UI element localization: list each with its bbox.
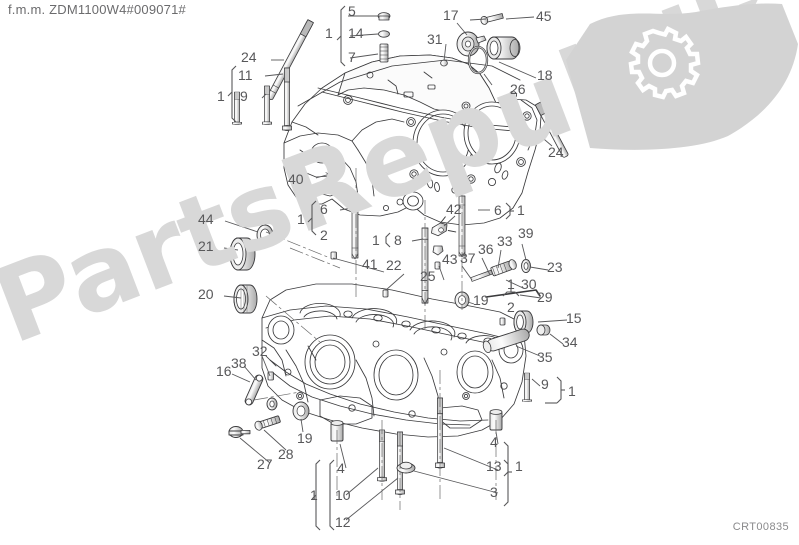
callout-26: 26: [510, 81, 526, 97]
callout-33: 33: [497, 233, 513, 249]
callout-6-left: 6: [320, 201, 328, 217]
callout-5: 5: [348, 3, 356, 19]
callout-19-right: 19: [473, 292, 489, 308]
callout-2-pair: 2: [507, 299, 515, 315]
callout-1-pair: 1: [507, 276, 515, 292]
callout-43: 43: [442, 251, 458, 267]
callout-19-left: 19: [297, 430, 313, 446]
callout-1-eight: 1: [372, 232, 380, 248]
callout-28: 28: [278, 446, 294, 462]
callout-24-right: 24: [548, 144, 564, 160]
callout-7: 7: [348, 49, 356, 65]
callout-9-left: 9: [240, 88, 248, 104]
callout-44: 44: [198, 211, 214, 227]
callout-45: 45: [536, 8, 552, 24]
callout-8: 8: [394, 232, 402, 248]
callout-1-left: 1: [217, 88, 225, 104]
callout-25: 25: [420, 268, 436, 284]
callout-30: 30: [521, 276, 537, 292]
drawing-code: CRT00835: [732, 521, 789, 533]
callout-23: 23: [547, 259, 563, 275]
callout-32: 32: [252, 343, 268, 359]
callout-27: 27: [257, 456, 273, 472]
callout-29: 29: [537, 289, 553, 305]
callout-1-top: 1: [325, 25, 333, 41]
callout-35: 35: [537, 349, 553, 365]
callout-21: 21: [198, 238, 214, 254]
callout-36: 36: [478, 241, 494, 257]
callout-17: 17: [443, 7, 459, 23]
callout-9-right: 9: [541, 376, 549, 392]
callout-4-left: 4: [337, 460, 345, 476]
callout-41: 41: [362, 256, 378, 272]
callout-1-midright: 1: [517, 202, 525, 218]
callout-14: 14: [348, 25, 364, 41]
callout-24-left: 24: [241, 49, 257, 65]
callout-34: 34: [562, 334, 578, 350]
callout-1-bottomright: 1: [515, 458, 523, 474]
callout-15: 15: [566, 310, 582, 326]
callout-22: 22: [386, 257, 402, 273]
callout-38: 38: [231, 355, 247, 371]
callout-1-right: 1: [568, 383, 576, 399]
callout-12: 12: [335, 514, 351, 530]
callout-37: 37: [460, 250, 476, 266]
callout-1-mid: 1: [297, 211, 305, 227]
callout-42: 42: [446, 201, 462, 217]
callout-20: 20: [198, 286, 214, 302]
callout-31: 31: [427, 31, 443, 47]
callout-4-right: 4: [490, 434, 498, 450]
page-title: f.m.m. ZDM1100W4#009071#: [8, 2, 186, 17]
callout-16: 16: [216, 363, 232, 379]
callout-10: 10: [335, 487, 351, 503]
callout-2-left: 2: [320, 227, 328, 243]
callout-18: 18: [537, 67, 553, 83]
callout-11: 11: [238, 67, 253, 83]
callout-13: 13: [486, 458, 502, 474]
callout-3: 3: [490, 484, 498, 500]
callout-6-right: 6: [494, 202, 502, 218]
callout-39: 39: [518, 225, 534, 241]
callout-1-bottomleft: 1: [310, 487, 318, 503]
callout-40: 40: [288, 171, 304, 187]
